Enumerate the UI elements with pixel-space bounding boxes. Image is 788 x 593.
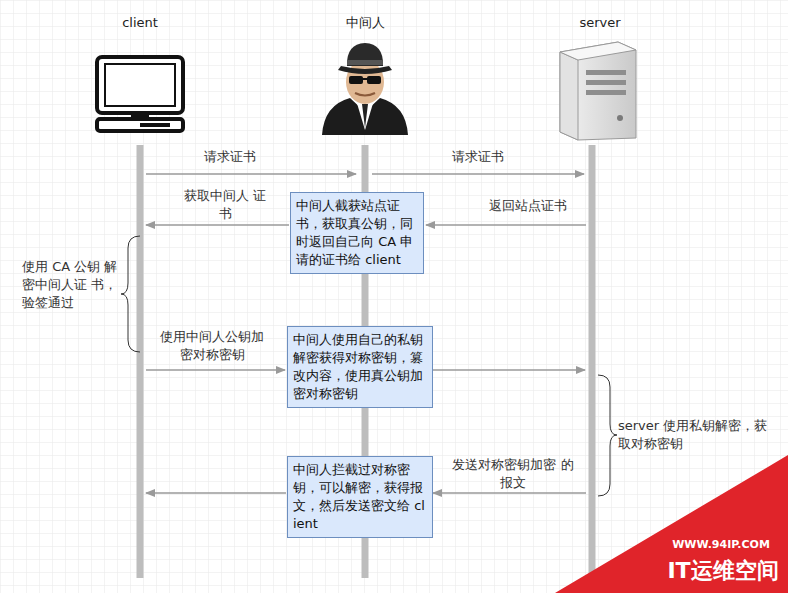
message-label: 返回站点证书 — [478, 197, 578, 215]
box-text: 中间人拦截过对称密 钥，可以解密，获得报 文，然后发送密文给 client — [293, 461, 427, 533]
participant-name: 中间人 — [330, 14, 400, 32]
bracket-note: server 使用私钥解密，获 取对称密钥 — [618, 417, 784, 453]
process-box: 中间人截获站点证 书，获取真公钥，同 时返回自己向 CA 申 请的证书给 cli… — [290, 192, 424, 274]
process-box: 中间人拦截过对称密 钥，可以解密，获得报 文，然后发送密文给 client — [287, 456, 433, 538]
monitor-icon — [97, 57, 183, 131]
watermark-text: WWW.94IP.COM — [660, 536, 782, 554]
box-text: 中间人使用自己的私钥 解密获得对称密钥，篡 改内容，使用真公钥加 密对称密钥 — [293, 331, 427, 403]
participant-name: client — [110, 14, 170, 32]
participant-name: server — [565, 14, 635, 32]
right-brace — [598, 375, 617, 496]
watermark-text: IT运维空间 — [662, 556, 784, 586]
message-label: 获取中间人 证书 — [182, 187, 268, 223]
message-label: 请求证书 — [195, 148, 265, 166]
server-icon — [560, 42, 636, 140]
bracket-note: 使用 CA 公钥 解密中间人证 书，验签通过 — [22, 258, 118, 312]
lifelines — [140, 145, 592, 578]
process-box: 中间人使用自己的私钥 解密获得对称密钥，篡 改内容，使用真公钥加 密对称密钥 — [287, 326, 433, 408]
watermark-corner — [555, 455, 788, 593]
box-text: 中间人截获站点证 书，获取真公钥，同 时返回自己向 CA 申 请的证书给 cli… — [296, 197, 418, 269]
message-label: 发送对称密钥加密 的报文 — [452, 456, 574, 492]
message-label: 请求证书 — [442, 148, 514, 166]
message-arrows — [146, 174, 586, 493]
left-brace — [121, 236, 140, 352]
spy-icon — [322, 43, 408, 135]
message-label: 使用中间人公钥加 密对称密钥 — [152, 328, 272, 364]
